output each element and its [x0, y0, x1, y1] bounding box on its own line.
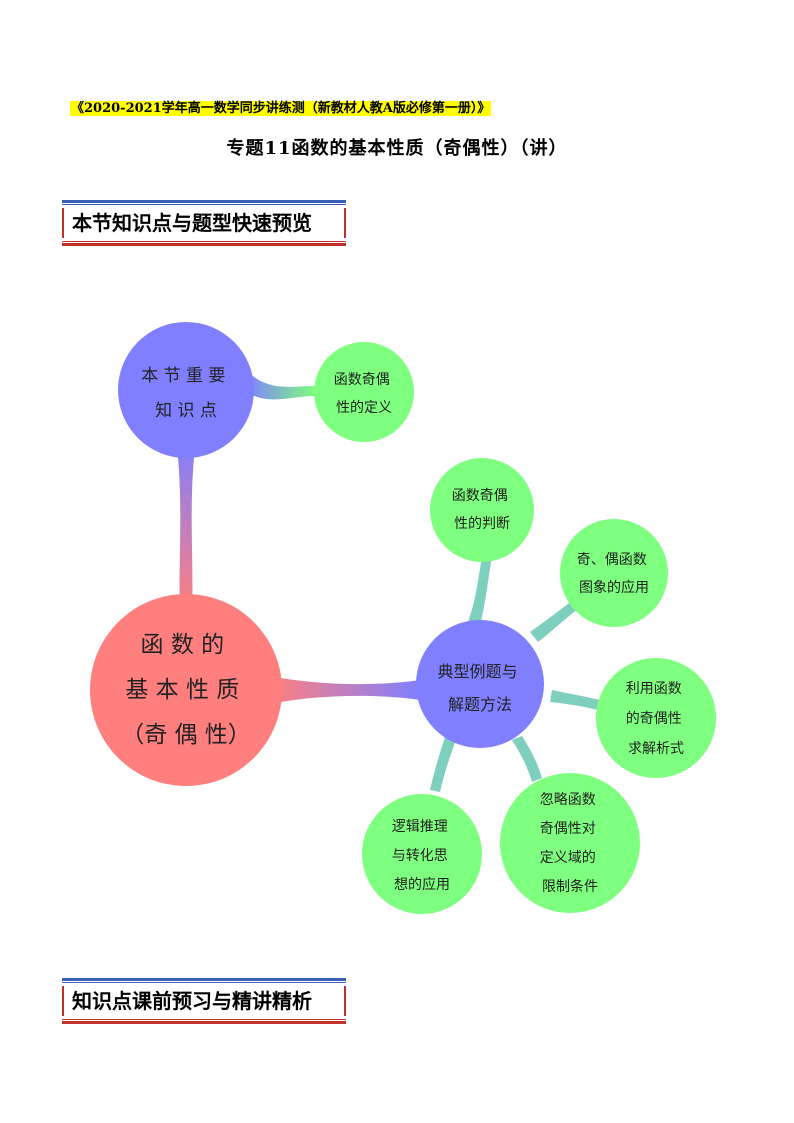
leaf1-line-2: 性的定义: [336, 400, 392, 416]
leaf4-line-1: 利用函数: [626, 681, 682, 697]
mindmap-leaf-analytic-expression: 利用函数 的奇偶性 求解析式: [596, 658, 716, 778]
connector-branch1-leaf1: [246, 372, 316, 400]
connector-root-branch1: [176, 440, 196, 610]
mindmap-leaf-domain-restriction: 忽略函数 奇偶性对 定义域的 限制条件: [500, 773, 640, 913]
leaf2-line-2: 性的判断: [454, 516, 510, 532]
mindmap-leaf-graph-application: 奇、偶函数 图象的应用: [560, 519, 668, 627]
leaf6-line-2: 与转化思: [392, 848, 448, 864]
leaf4-line-3: 求解析式: [628, 741, 684, 757]
leaf6-line-1: 逻辑推理: [392, 819, 448, 835]
leaf4-line-2: 的奇偶性: [626, 710, 682, 727]
svg-text:函数奇偶 性的判断: 函数奇偶 性的判断: [452, 487, 512, 532]
svg-text:本 节 重 要 知 识 点: 本 节 重 要 知 识 点: [141, 366, 231, 421]
svg-text:忽略函数 奇偶性对 定义域的: 忽略函数 奇偶性对 定义域的 限制条件: [540, 792, 600, 895]
leaf5-line-4: 限制条件: [542, 878, 598, 895]
section-heading-preview-study: 知识点课前预习与精讲精析: [62, 978, 346, 1024]
leaf2-line-1: 函数奇偶: [452, 487, 508, 504]
root-line-1: 函 数 的: [141, 632, 225, 658]
root-line-3: （奇 偶 性）: [121, 722, 251, 748]
root-line-2: 基 本 性 质: [125, 677, 239, 703]
svg-text:函数奇偶 性的定义: 函数奇偶 性的定义: [334, 371, 394, 416]
svg-text:奇、偶函数 图象的应用: 奇、偶函数 图象的应用: [577, 551, 651, 596]
connector-branch2-leaf2: [468, 556, 492, 626]
topic-title: 专题11函数的基本性质（奇偶性）（讲）: [0, 134, 794, 160]
svg-text:逻辑推理 与转化思 想的应用: 逻辑推理 与转化思 想的应用: [392, 819, 452, 893]
leaf3-line-2: 图象的应用: [579, 579, 649, 596]
connector-branch2-leaf4: [550, 690, 600, 710]
leaf6-line-3: 想的应用: [394, 876, 450, 893]
branch2-line-1: 典型例题与: [437, 662, 517, 681]
section-heading-study-label: 知识点课前预习与精讲精析: [62, 986, 346, 1016]
connector-branch2-leaf5: [512, 736, 542, 782]
svg-text:利用函数 的奇偶性 求解析式: 利用函数 的奇偶性 求解析式: [626, 681, 686, 757]
connector-branch2-leaf6: [430, 734, 456, 792]
section-heading-preview: 本节知识点与题型快速预览: [62, 200, 346, 246]
leaf5-line-1: 忽略函数: [540, 792, 596, 808]
mindmap-branch-examples: 典型例题与 解题方法: [416, 620, 544, 748]
mindmap-leaf-logical-reasoning: 逻辑推理 与转化思 想的应用: [362, 794, 482, 914]
leaf3-line-1: 奇、偶函数: [577, 551, 647, 568]
svg-text:函 数 的 基 本 性 质 （奇 偶: 函 数 的 基 本 性 质 （奇 偶 性）: [121, 632, 251, 748]
branch1-line-1: 本 节 重 要: [141, 366, 225, 386]
mindmap-root-node: 函 数 的 基 本 性 质 （奇 偶 性）: [90, 594, 282, 786]
leaf5-line-2: 奇偶性对: [540, 820, 596, 837]
connector-branch2-leaf3: [530, 598, 582, 642]
series-title-text: 《2020-2021学年高一数学同步讲练测（新教材人教A版必修第一册）》: [70, 101, 492, 116]
connectors: [176, 372, 600, 792]
mindmap-leaf-judgement: 函数奇偶 性的判断: [430, 458, 534, 562]
mindmap-leaf-definition: 函数奇偶 性的定义: [314, 342, 414, 442]
series-title: 《2020-2021学年高一数学同步讲练测（新教材人教A版必修第一册）》: [70, 100, 492, 118]
mindmap-branch-key-points: 本 节 重 要 知 识 点: [118, 322, 254, 458]
section-heading-preview-label: 本节知识点与题型快速预览: [62, 208, 346, 238]
branch1-line-2: 知 识 点: [155, 401, 217, 421]
svg-text:典型例题与 解题方法: 典型例题与 解题方法: [437, 662, 522, 714]
leaf5-line-3: 定义域的: [540, 850, 596, 866]
connector-root-branch2: [270, 676, 420, 704]
branch2-line-2: 解题方法: [448, 695, 512, 714]
leaf1-line-1: 函数奇偶: [334, 371, 390, 388]
topic-title-text: 专题11函数的基本性质（奇偶性）（讲）: [226, 138, 568, 159]
